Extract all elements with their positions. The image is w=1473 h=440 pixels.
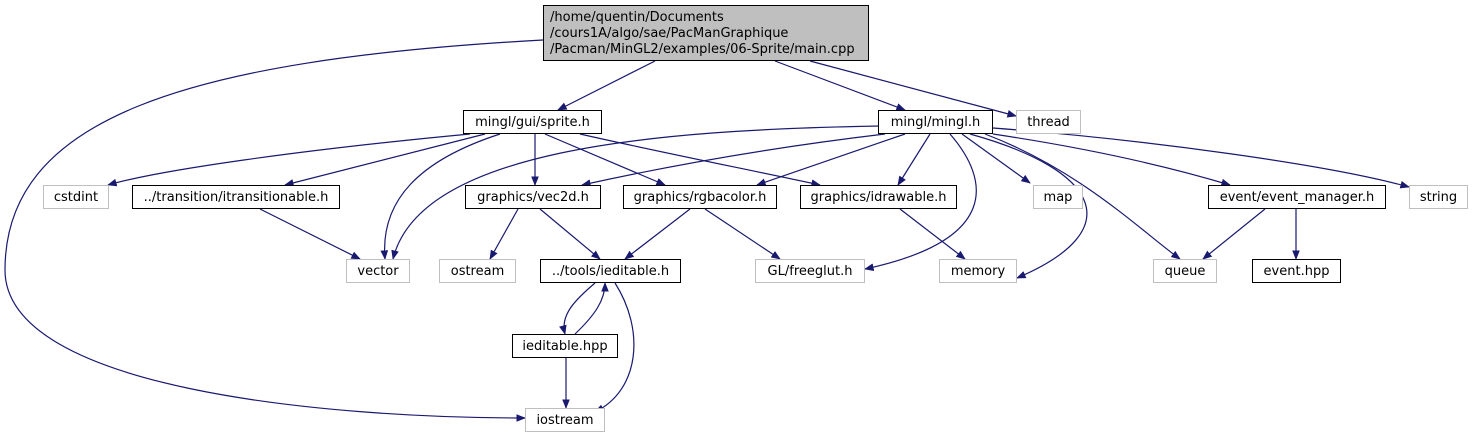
node-rgbacolor-h[interactable]: graphics/rgbacolor.h [623, 185, 777, 209]
node-map[interactable]: map [1033, 185, 1083, 209]
node-ieditable-hpp-label: ieditable.hpp [522, 338, 608, 354]
edge-mingl-h-to-rgbacolor-h [756, 133, 906, 186]
node-mingl-h-label: mingl/mingl.h [890, 114, 981, 130]
node-main-cpp-line-2: /cours1A/algo/sae/PacManGraphique [550, 26, 789, 41]
edge-root-to-mingl-h [774, 60, 906, 111]
edge-idrawable-h-to-memory [899, 208, 966, 260]
node-event-hpp-label: event.hpp [1263, 263, 1330, 279]
node-iostream-label: iostream [536, 412, 594, 428]
edge-mingl-h-to-string [992, 127, 1410, 189]
node-iostream[interactable]: iostream [525, 408, 605, 432]
node-ieditable-hpp[interactable]: ieditable.hpp [512, 334, 618, 358]
node-vector[interactable]: vector [346, 259, 410, 283]
edge-mingl-h-to-vec2d-h [581, 133, 886, 187]
node-memory[interactable]: memory [939, 259, 1017, 283]
node-event-manager-h-label: event/event_manager.h [1219, 189, 1375, 205]
edge-mingl-h-to-memory [969, 133, 1088, 279]
edge-vec2d-h-to-ieditable-h [539, 208, 601, 260]
edge-sprite-h-to-vector [380, 133, 501, 260]
node-ieditable-h-label: ../tools/ieditable.h [551, 263, 670, 279]
edge-sprite-h-to-idrawable-h [579, 133, 821, 187]
edge-root-to-sprite-h [557, 60, 656, 111]
node-thread[interactable]: thread [1016, 110, 1081, 134]
node-string-label: string [1419, 189, 1458, 205]
edge-mingl-h-to-event-manager-h [992, 133, 1231, 187]
edge-itransitionable-h-to-vector [259, 208, 361, 260]
node-ostream-label: ostream [450, 263, 505, 279]
edge-ieditable-h-to-ieditable-hpp [559, 282, 596, 335]
node-queue-label: queue [1164, 263, 1206, 279]
edge-vec2d-h-to-ostream [489, 208, 519, 260]
node-ieditable-h[interactable]: ../tools/ieditable.h [540, 259, 681, 283]
node-main-cpp[interactable]: /home/quentin/Documents /cours1A/algo/sa… [543, 5, 869, 61]
edge-rgbacolor-h-to-ieditable-h [624, 208, 691, 260]
node-vec2d-h[interactable]: graphics/vec2d.h [465, 185, 601, 209]
edge-root-to-thread [809, 60, 1017, 118]
node-itransitionable-h-label: ../transition/itransitionable.h [143, 189, 329, 205]
edge-sprite-h-to-cstdint [107, 133, 471, 187]
edge-root-to-iostream [4, 39, 544, 422]
node-event-manager-h[interactable]: event/event_manager.h [1208, 185, 1386, 209]
edge-mingl-h-to-vector [391, 125, 881, 260]
edge-sprite-h-to-rgbacolor-h [544, 133, 666, 186]
node-mingl-h[interactable]: mingl/mingl.h [878, 110, 993, 134]
edge-mingl-h-to-map [961, 133, 1031, 184]
node-ostream[interactable]: ostream [439, 259, 516, 283]
node-rgbacolor-h-label: graphics/rgbacolor.h [633, 189, 767, 205]
node-cstdint-label: cstdint [53, 189, 99, 205]
node-vector-label: vector [357, 263, 399, 279]
node-vec2d-h-label: graphics/vec2d.h [477, 189, 589, 205]
edge-event-manager-h-to-queue [1202, 208, 1266, 260]
edge-ieditable-hpp-to-ieditable-h [574, 282, 609, 335]
node-itransitionable-h[interactable]: ../transition/itransitionable.h [132, 185, 340, 209]
node-freeglut-h-label: GL/freeglut.h [767, 263, 853, 279]
node-freeglut-h[interactable]: GL/freeglut.h [755, 259, 865, 283]
edge-ieditable-h-to-iostream [594, 282, 635, 413]
edge-mingl-h-to-queue [984, 133, 1181, 260]
node-idrawable-h-label: graphics/idrawable.h [810, 189, 947, 205]
node-memory-label: memory [950, 263, 1006, 279]
node-idrawable-h[interactable]: graphics/idrawable.h [800, 185, 957, 209]
node-main-cpp-line-1: /home/quentin/Documents [550, 10, 724, 25]
node-thread-label: thread [1027, 114, 1070, 130]
node-event-hpp[interactable]: event.hpp [1252, 259, 1341, 283]
node-map-label: map [1043, 189, 1073, 205]
node-string[interactable]: string [1409, 185, 1468, 209]
node-cstdint[interactable]: cstdint [43, 185, 109, 209]
edge-sprite-h-to-itransitionable-h [284, 133, 486, 187]
edge-mingl-h-to-freeglut-h [864, 133, 977, 271]
edge-rgbacolor-h-to-freeglut-h [704, 208, 781, 260]
node-queue[interactable]: queue [1153, 259, 1217, 283]
edge-mingl-h-to-idrawable-h [897, 133, 931, 186]
node-main-cpp-line-3: /Pacman/MinGL2/examples/06-Sprite/main.c… [550, 42, 855, 57]
node-sprite-h[interactable]: mingl/gui/sprite.h [463, 110, 602, 134]
node-sprite-h-label: mingl/gui/sprite.h [475, 114, 590, 130]
